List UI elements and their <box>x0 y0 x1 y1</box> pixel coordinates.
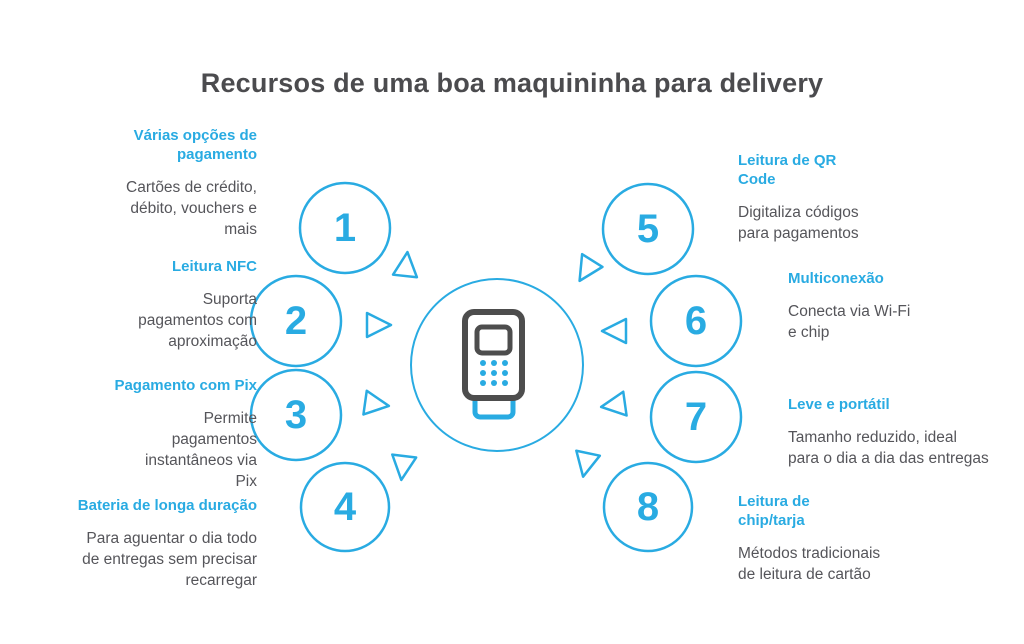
arrow-4-icon <box>391 453 418 482</box>
feature-3-heading: Pagamento com Pix <box>114 377 257 394</box>
arrow-5-icon <box>578 252 604 283</box>
feature-7-circle <box>649 370 743 464</box>
feature-4-circle <box>299 461 391 553</box>
arrow-3-icon <box>362 389 391 416</box>
feature-7-heading: Leve e portátil <box>788 396 890 413</box>
feature-8-number: 8 <box>636 484 660 529</box>
feature-1-heading: Várias opções de pagamento <box>133 127 257 163</box>
feature-2-number: 2 <box>284 298 308 343</box>
feature-7-text: Leve e portátil Tamanho reduzido, ideal … <box>788 396 1024 469</box>
arrow-6-icon <box>600 317 628 345</box>
feature-8-body: Métodos tradicionais de leitura de cartã… <box>738 544 881 583</box>
feature-5-circle <box>601 182 695 276</box>
feature-3-number: 3 <box>284 392 308 437</box>
feature-1-body: Cartões de crédito, débito, vouchers e m… <box>126 178 257 238</box>
feature-2-body: Suporta pagamentos com aproximação <box>138 290 257 350</box>
feature-4-number: 4 <box>333 484 357 529</box>
pos-terminal-icon <box>462 309 525 420</box>
terminal-keypad <box>480 360 508 386</box>
feature-1-circle <box>298 181 392 275</box>
feature-4-heading: Bateria de longa duração <box>77 497 257 514</box>
feature-2-circle <box>249 274 343 368</box>
feature-5-body: Digitaliza códigos para pagamentos <box>738 203 859 242</box>
feature-3-text: Pagamento com Pix Permite pagamentos ins… <box>28 377 257 492</box>
feature-8-heading: Leitura de chip/tarja <box>738 493 810 529</box>
feature-1-text: Várias opções de pagamento Cartões de cr… <box>28 127 257 240</box>
feature-5-text: Leitura de QR Code Digitaliza códigos pa… <box>738 152 958 244</box>
page-title: Recursos de uma boa maquininha para deli… <box>200 68 824 98</box>
feature-8-text: Leitura de chip/tarja Métodos tradiciona… <box>738 493 958 585</box>
feature-7-number: 7 <box>684 394 708 439</box>
terminal-screen <box>474 324 513 356</box>
feature-3-circle <box>249 368 343 462</box>
arrow-2-icon <box>365 311 393 339</box>
feature-6-text: Multiconexão Conecta via Wi-Fi e chip <box>788 270 1008 343</box>
feature-6-heading: Multiconexão <box>788 270 884 287</box>
arrow-1-icon <box>391 250 419 279</box>
feature-6-circle <box>649 274 743 368</box>
arrow-8-icon <box>575 449 602 478</box>
feature-6-body: Conecta via Wi-Fi e chip <box>788 302 911 341</box>
feature-3-body: Permite pagamentos instantâneos via Pix <box>144 409 257 490</box>
feature-6-number: 6 <box>684 298 708 343</box>
feature-4-text: Bateria de longa duração Para aguentar o… <box>28 497 257 591</box>
feature-1-number: 1 <box>333 205 357 250</box>
feature-4-body: Para aguentar o dia todo de entregas sem… <box>82 529 257 589</box>
feature-7-body: Tamanho reduzido, ideal para o dia a dia… <box>788 428 989 467</box>
feature-2-text: Leitura NFC Suporta pagamentos com aprox… <box>28 258 257 352</box>
arrow-7-icon <box>599 390 628 417</box>
feature-8-circle <box>602 461 694 553</box>
feature-2-heading: Leitura NFC <box>171 258 257 275</box>
feature-5-number: 5 <box>636 206 660 251</box>
feature-5-heading: Leitura de QR Code <box>738 152 837 188</box>
